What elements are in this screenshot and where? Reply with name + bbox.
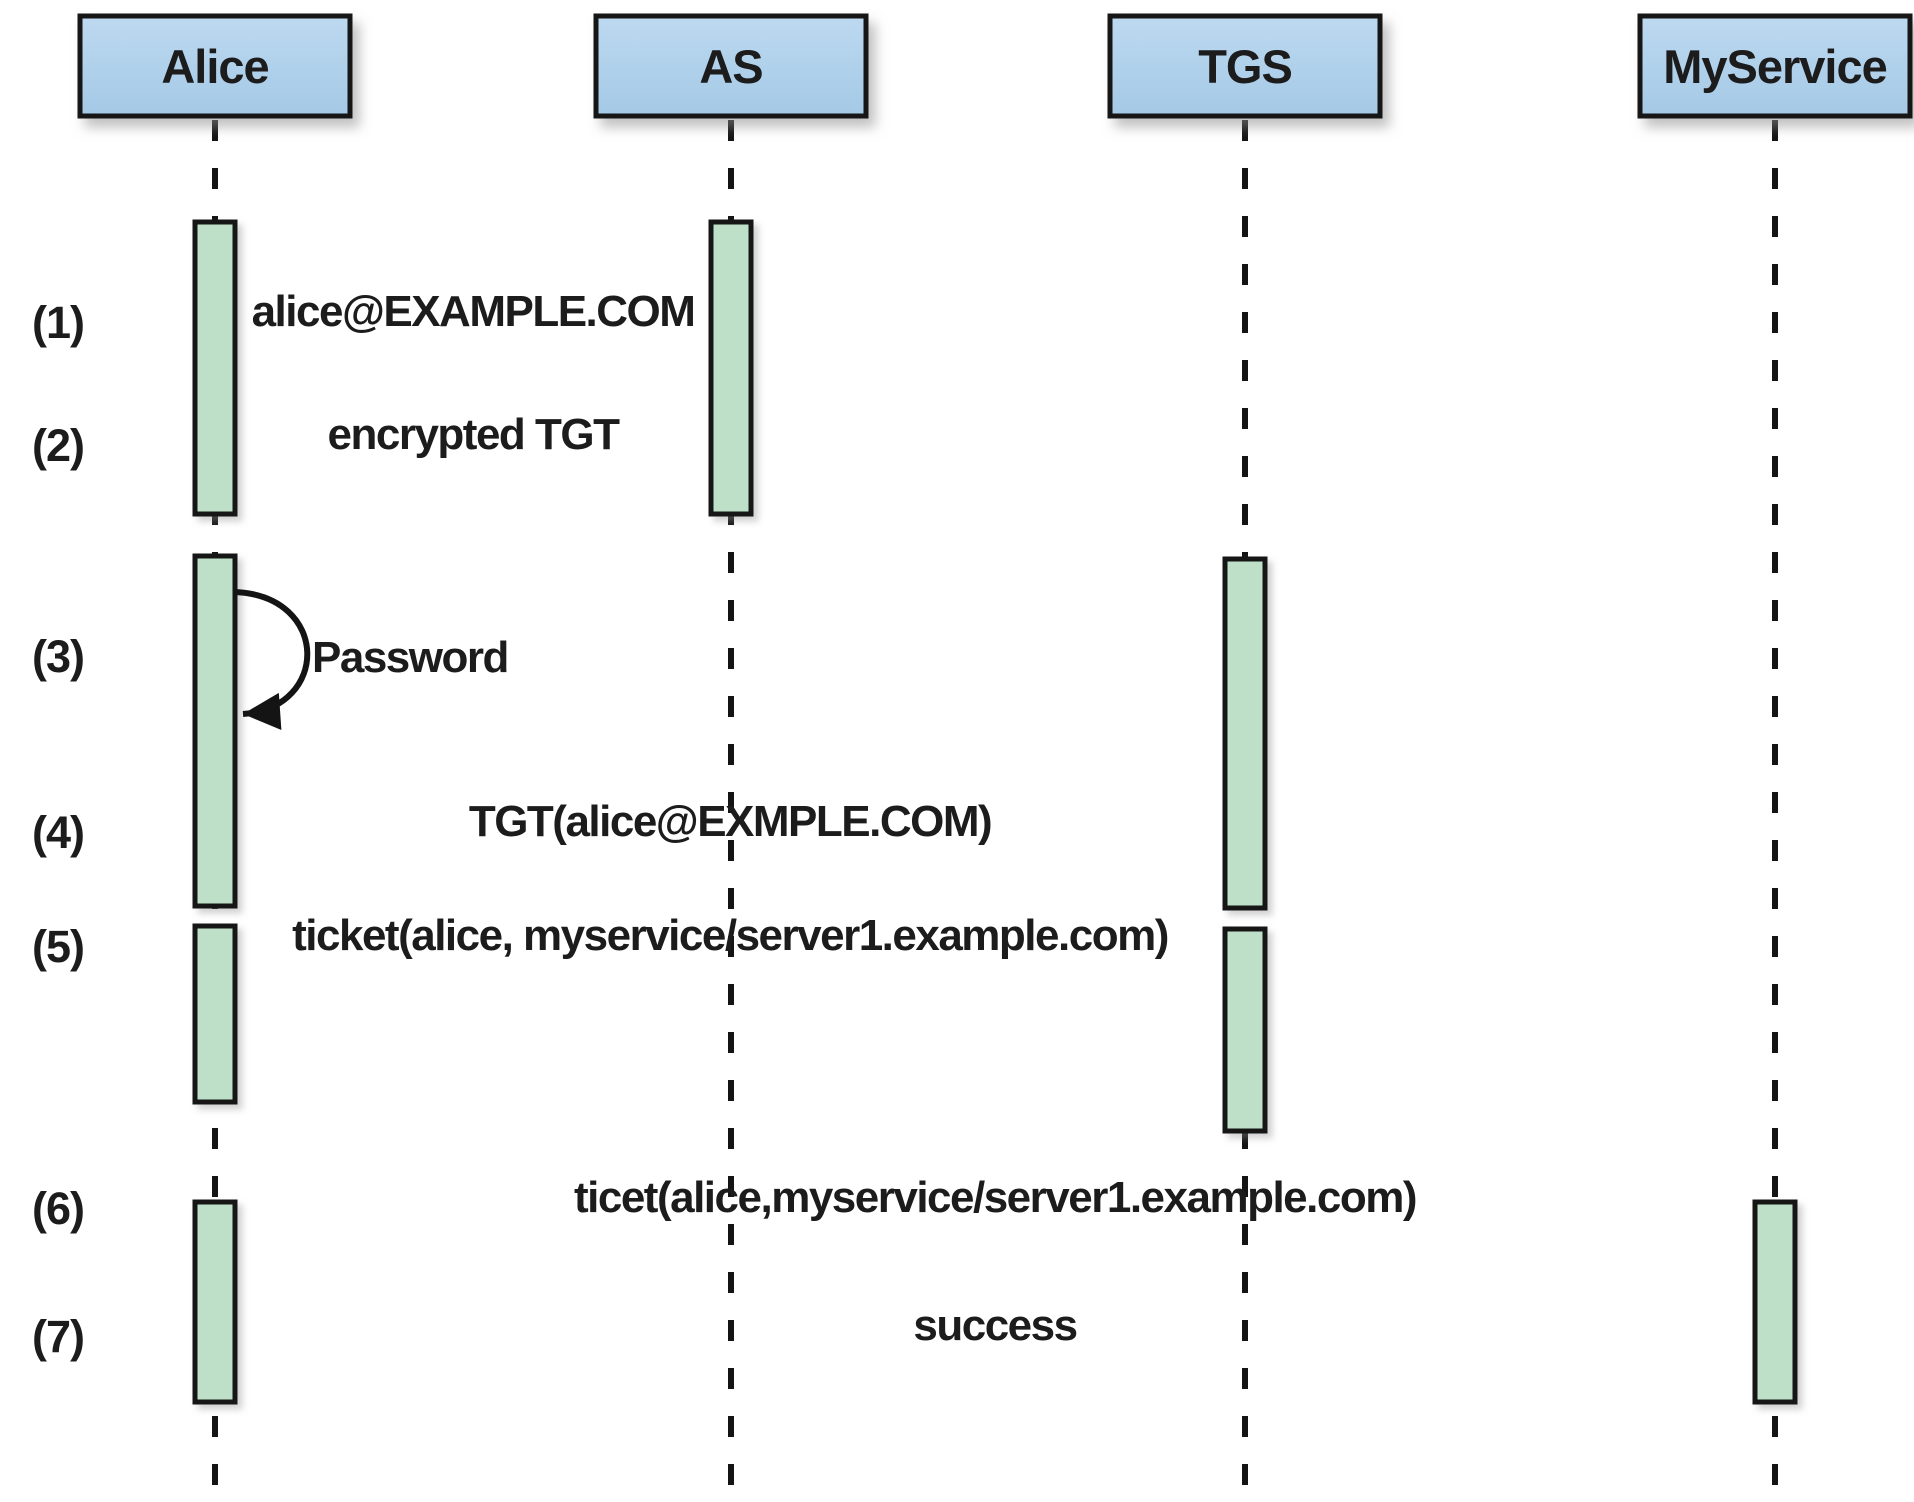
self-loop-arrow-3: [234, 589, 311, 730]
message-text-4: TGT(alice@EXMPLE.COM): [469, 797, 991, 846]
actor-box-alice: [77, 13, 353, 119]
message-text-5: ticket(alice, myservice/server1.example.…: [292, 911, 1168, 960]
activation-bar-tgs-5: [1222, 926, 1268, 1134]
message-text-1: alice@EXAMPLE.COM: [252, 287, 695, 336]
actor-label-as: AS: [699, 40, 762, 93]
step-label-1: (1): [32, 297, 84, 348]
activation-bar-alice-4: [192, 923, 238, 1105]
actor-label-tgs: TGS: [1198, 40, 1292, 93]
step-label-2: (2): [32, 420, 84, 471]
step-label-7: (7): [32, 1311, 84, 1362]
actor-label-myservice: MyService: [1663, 40, 1887, 93]
actor-box-as: [593, 13, 869, 119]
activation-bar-tgs-3: [1222, 556, 1268, 911]
actor-box-tgs: [1107, 13, 1383, 119]
step-label-5: (5): [32, 921, 84, 972]
activation-bar-alice-6: [192, 1199, 238, 1405]
activation-bar-as-1: [708, 219, 754, 517]
activation-bar-alice-2: [192, 553, 238, 909]
message-text-3: Password: [312, 633, 508, 682]
message-text-7: success: [913, 1301, 1076, 1350]
message-text-2: encrypted TGT: [328, 410, 621, 459]
activation-bar-alice-0: [192, 219, 238, 517]
message-text-6: ticet(alice,myservice/server1.example.co…: [574, 1173, 1416, 1222]
actor-label-alice: Alice: [161, 40, 268, 93]
actor-box-myservice: [1637, 13, 1913, 119]
step-label-6: (6): [32, 1183, 84, 1234]
activation-bar-myservice-7: [1752, 1199, 1798, 1405]
step-label-3: (3): [32, 631, 84, 682]
step-label-4: (4): [32, 807, 84, 858]
